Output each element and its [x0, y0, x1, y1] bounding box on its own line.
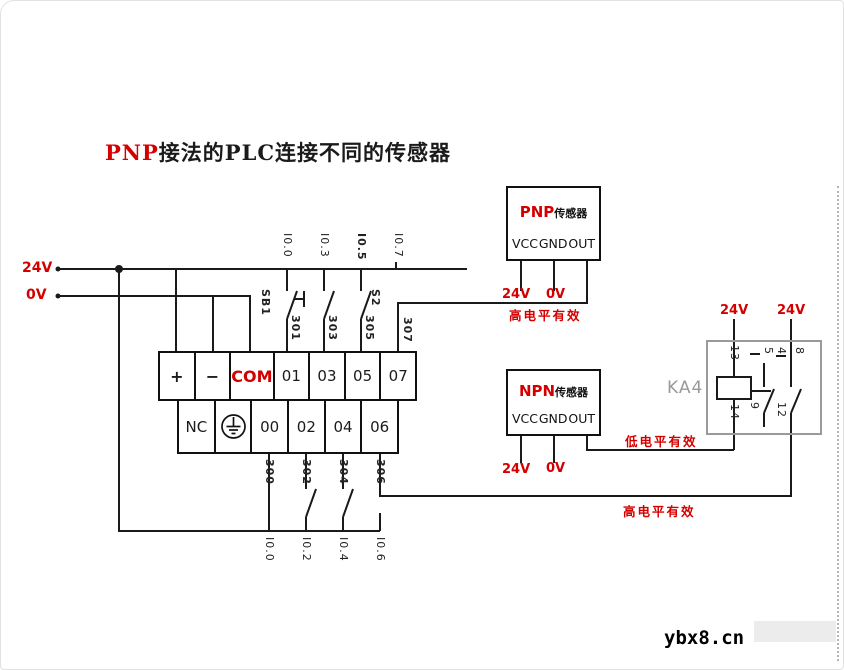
pnp-sensor-suffix: 传感器 [554, 207, 588, 220]
relay-pin-9: 9 [748, 402, 761, 410]
watermark-smudge [754, 621, 836, 642]
terminal-04: 04 [326, 401, 363, 452]
terminal-com: COM [231, 353, 275, 399]
pnp-vcc-supply-label: 24V [502, 287, 531, 302]
protective-earth-icon [220, 414, 246, 439]
terminal-01: 01 [275, 353, 311, 399]
npn-sensor-type: NPN [518, 382, 556, 400]
pnp-pin-vcc: VCC [512, 236, 539, 251]
pnp-vcc-gnd-leads [520, 261, 555, 291]
relay-no-contact [776, 319, 802, 414]
terminal-nc: NC [179, 401, 216, 452]
input-label-bottom-3: I0.4 [337, 537, 350, 562]
switch-sb1 [286, 269, 298, 351]
switch-label-s2: S2 [369, 289, 382, 307]
relay-supply-right-label: 24V [777, 303, 806, 318]
plc-top-terminal-strip: + − COM 01 03 05 07 [158, 351, 417, 401]
npn-sensor-box: NPN传感器 VCC GND OUT [506, 369, 601, 436]
relay-pin-13: 13 [728, 345, 741, 361]
input-label-top-3: I0.5 [355, 233, 368, 261]
wire-number-305: 305 [363, 315, 376, 341]
relay-pin-4: 4 [775, 347, 788, 355]
wire-306-route [379, 413, 792, 497]
switch-303 [323, 269, 335, 351]
wire-number-306: 306 [374, 459, 387, 485]
rail-end-dot [55, 293, 61, 299]
npn-sensor-name: NPN传感器 [508, 381, 599, 400]
relay-pin-12: 12 [775, 402, 788, 418]
relay-pin-14: 14 [728, 404, 741, 420]
wire-number-304: 304 [337, 459, 350, 485]
input-label-bottom-1: I0.0 [263, 537, 276, 562]
switch-304 [342, 454, 354, 531]
npn-sensor-suffix: 传感器 [555, 386, 589, 399]
terminal-06: 06 [370, 417, 390, 436]
input-label-top-4: I0.7 [392, 233, 405, 258]
title-highlight: PNP [105, 140, 159, 165]
terminal-03: 03 [310, 353, 346, 399]
pnp-sensor-type: PNP [519, 203, 555, 221]
pnp-sensor-box: PNP传感器 VCC GND OUT [506, 186, 601, 261]
switch-s2 [360, 269, 372, 351]
pnp-pin-gnd: GND [538, 236, 568, 251]
terminal-07: 07 [388, 367, 408, 385]
title-rest: 接法的PLC连接不同的传感器 [158, 140, 452, 165]
npn-pin-vcc: VCC [512, 411, 539, 426]
wire-307-route [397, 261, 588, 351]
rail-end-dot [55, 266, 61, 272]
rail-24v-label: 24V [22, 260, 53, 276]
bottom-rail-wire [118, 269, 380, 532]
rail-0v-wire [58, 295, 251, 351]
relay-pin-5: 5 [762, 347, 775, 355]
page-edge-dotted [837, 186, 839, 661]
relay-name-label: KA4 [667, 378, 704, 398]
switch-label-sb1: SB1 [259, 289, 272, 316]
relay-pin-8: 8 [793, 347, 806, 355]
rail-0v-label: 0V [26, 287, 47, 303]
relay-coil-icon [716, 376, 752, 400]
pnp-gnd-supply-label: 0V [546, 287, 566, 302]
page-title: PNP接法的PLC连接不同的传感器 [105, 137, 451, 167]
wire-number-301: 301 [289, 315, 302, 341]
terminal-minus: − [196, 353, 232, 399]
pnp-sensor-pins: VCC GND OUT [508, 236, 599, 259]
npn-gnd-supply-label: 0V [546, 461, 566, 476]
pnp-pin-out: OUT [568, 236, 595, 251]
npn-note-low-level: 低电平有效 [625, 434, 698, 449]
wire-number-300: 300 [263, 459, 276, 485]
npn-pin-out: OUT [568, 411, 595, 426]
plc-bottom-terminal-strip: NC 00 02 04 06 [177, 399, 399, 454]
terminal-05: 05 [346, 353, 382, 399]
switch-302 [305, 454, 317, 531]
npn-out-wire [586, 436, 734, 451]
terminal-plus: + [160, 353, 196, 399]
relay-aux-contact [750, 353, 775, 427]
npn-vcc-supply-label: 24V [502, 462, 531, 477]
wire-number-307: 307 [401, 317, 414, 343]
npn-sensor-pins: VCC GND OUT [508, 411, 599, 434]
input-label-bottom-4: I0.6 [374, 537, 387, 562]
wire-number-303: 303 [326, 315, 339, 341]
npn-vcc-gnd-leads [520, 436, 555, 463]
pnp-note-high-level: 高电平有效 [509, 308, 582, 323]
input-label-bottom-2: I0.2 [300, 537, 313, 562]
input-label-top-1: I0.0 [281, 233, 294, 258]
junction-dot [115, 265, 123, 273]
npn-pin-gnd: GND [538, 411, 568, 426]
terminal-02: 02 [289, 401, 326, 452]
pnp-sensor-name: PNP传感器 [508, 202, 599, 221]
relay-supply-left-label: 24V [720, 303, 749, 318]
input-label-top-2: I0.3 [318, 233, 331, 258]
relay-box [706, 340, 822, 435]
wire-number-302: 302 [300, 459, 313, 485]
terminal-00: 00 [252, 401, 290, 452]
watermark-site: ybx8.cn [664, 627, 745, 649]
terminal-ground [216, 401, 253, 452]
npn-note-high-level: 高电平有效 [623, 504, 696, 519]
pushbutton-actuator-icon [294, 291, 305, 307]
